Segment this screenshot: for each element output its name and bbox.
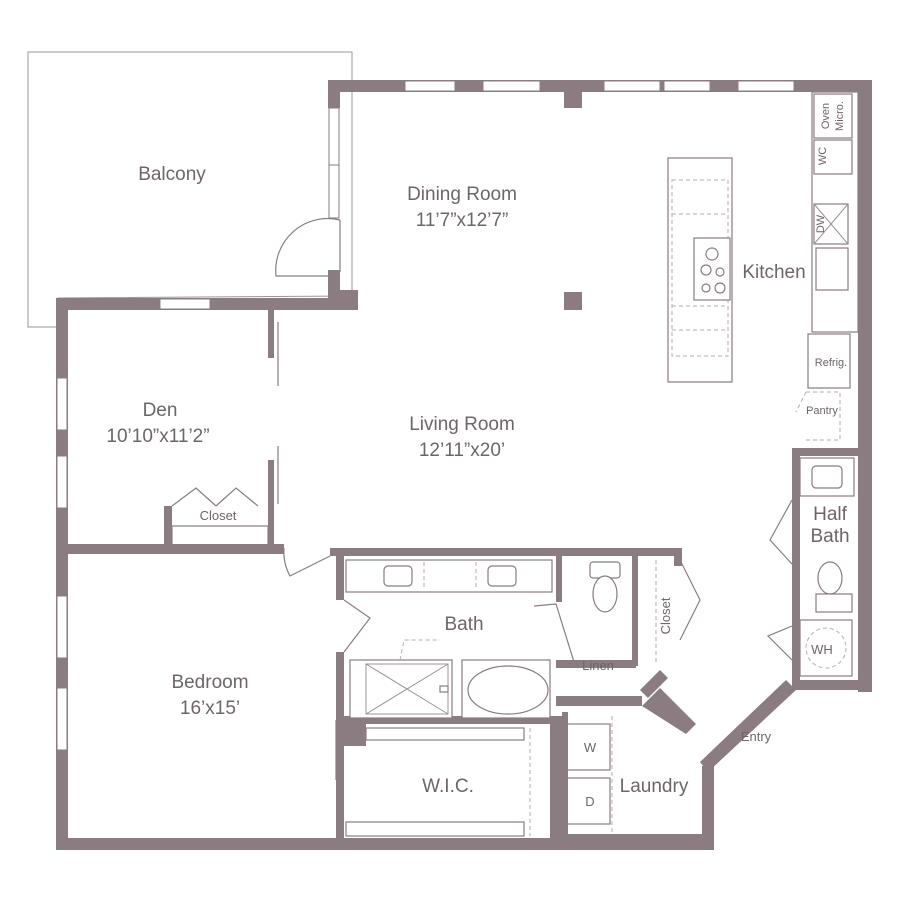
toilet-door [533,603,575,663]
half-bath-fixtures [766,457,855,677]
window [328,164,340,219]
column [564,292,582,310]
kitchen-island [667,157,733,383]
window [56,377,68,431]
top-windows [404,80,795,92]
room-label-entry: Entry [741,729,772,744]
label-micro: Micro. [834,101,846,131]
bath-door [343,599,371,653]
window [159,298,211,310]
label-dw: DW [815,214,827,233]
bedroom-door [283,547,331,577]
label-wh: WH [811,642,833,657]
room-label-balcony: Balcony [138,164,206,185]
label-dryer: D [585,794,594,809]
room-label-half-bath-2: Bath [810,526,849,547]
kitchen-counter [795,91,859,441]
bathtub [439,659,551,719]
room-label-laundry: Laundry [620,776,689,797]
room-label-bath: Bath [444,614,483,635]
column [564,90,582,108]
balcony-outline [27,51,353,328]
wic-shelves [335,720,531,837]
room-label-dining: Dining Room [407,184,517,205]
room-label-bedroom: Bedroom [171,672,248,693]
room-size-living: 12’11”x20’ [419,440,505,461]
label-pantry: Pantry [806,405,838,417]
room-label-wic: W.I.C. [422,776,474,797]
bath-vanity [345,559,553,593]
toilet [589,561,621,613]
closet-doors [679,559,701,641]
window [328,107,340,166]
label-wc: WC [817,147,829,165]
room-label-kitchen: Kitchen [742,262,805,283]
balcony-door [275,217,341,277]
den-closet-doors [171,487,259,507]
shower [349,639,453,719]
room-label-linen: Linen [582,658,614,673]
room-label-hall-closet: Closet [658,597,673,634]
room-label-living: Living Room [409,414,515,435]
label-refrig: Refrig. [815,357,847,369]
label-oven: Oven [820,103,832,129]
laundry-units [562,712,710,842]
window [56,595,68,659]
room-size-bedroom: 16’x15’ [180,698,240,719]
room-label-den: Den [143,400,178,421]
interior-walls [56,310,796,840]
room-size-dining: 11’7”x12’7” [416,210,509,231]
room-label-half-bath-1: Half [813,504,848,525]
room-size-den: 10’10”x11’2” [106,426,209,447]
window [56,687,68,751]
room-label-den-closet: Closet [200,508,237,523]
label-washer: W [584,740,597,755]
window [56,455,68,509]
